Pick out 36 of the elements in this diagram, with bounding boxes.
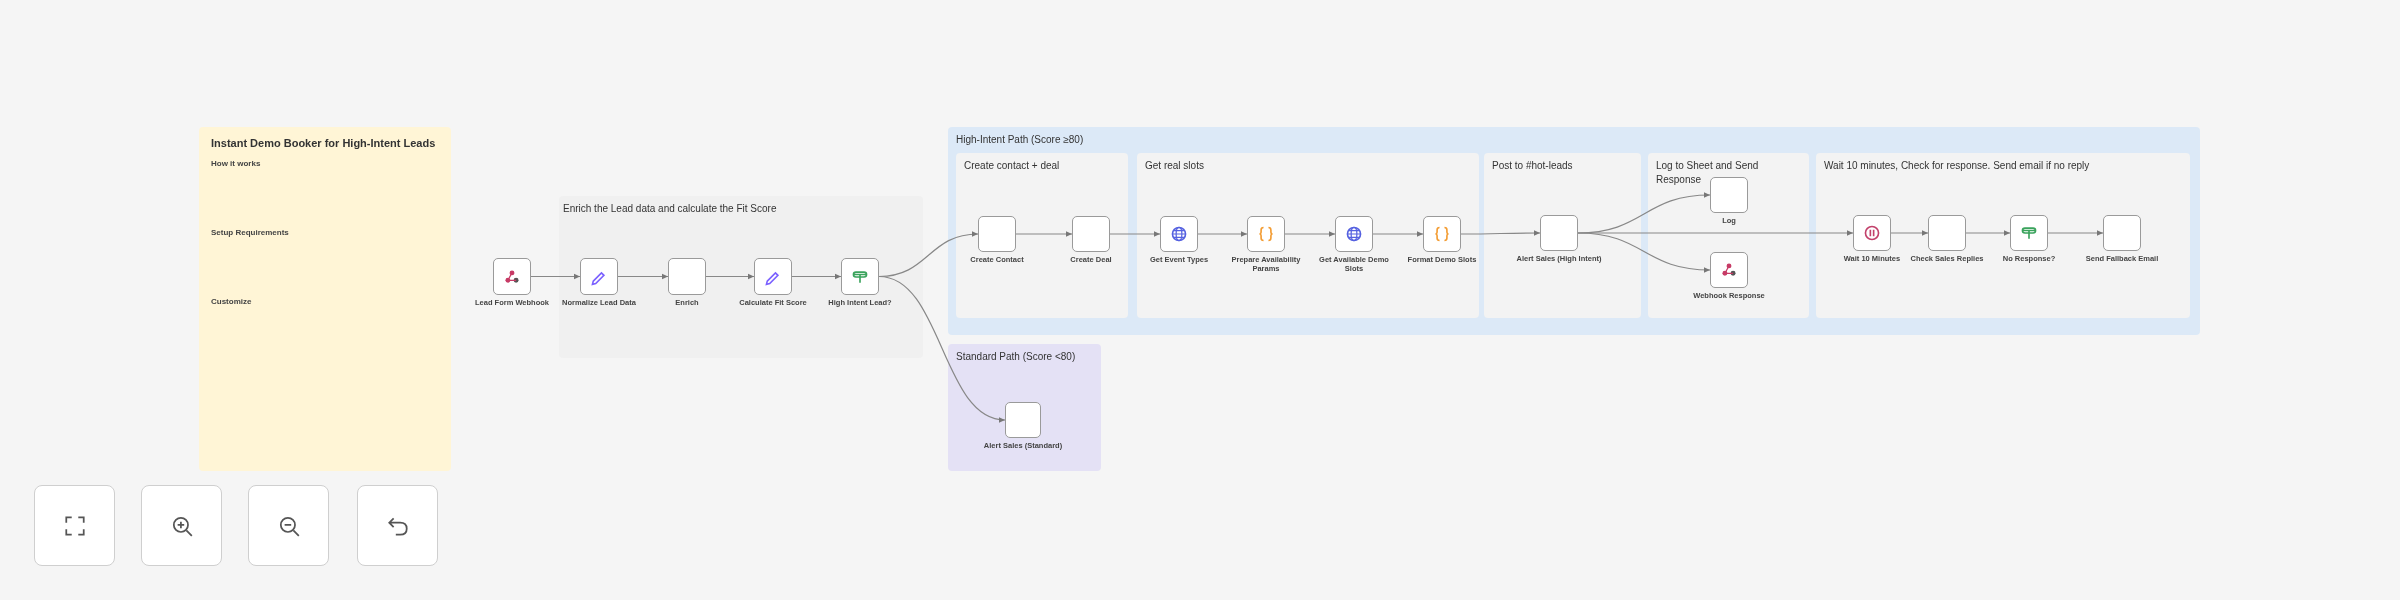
note-heading: Setup Requirements (211, 228, 290, 237)
section-title: High-Intent Path (Score ≥80) (956, 133, 1085, 147)
section-title: Enrich the Lead data and calculate the Fit Score (563, 202, 778, 216)
section-panel (1648, 153, 1809, 318)
connector-arrow (705, 273, 755, 280)
group-panel (948, 344, 1101, 471)
section-panel (1816, 153, 2190, 318)
connector-arrow (1197, 231, 1248, 237)
connector-arrow (530, 273, 581, 280)
connector-arrow (1890, 230, 1929, 236)
section-title: Post to #hot-leads (1492, 159, 1574, 173)
section-panel (1484, 153, 1641, 318)
note-heading: How it works (211, 159, 262, 168)
section-title: Get real slots (1145, 159, 1205, 173)
section-title: Create contact + deal (964, 159, 1061, 173)
note-title: Instant Demo Booker for High-Intent Leads (211, 137, 437, 149)
connector-arrow (2047, 230, 2104, 236)
note-heading: Customize (211, 297, 253, 306)
section-panel (956, 153, 1128, 318)
connector-arrow (1577, 230, 1854, 236)
group-panel (948, 127, 2200, 335)
section-panel (1137, 153, 1479, 318)
sticky-note (199, 127, 451, 471)
connector-arrow (617, 273, 669, 280)
connector-arrow (1460, 230, 1541, 236)
section-title: Wait 10 minutes, Check for response. Send email if no reply (1824, 159, 2091, 173)
section-title: Log to Sheet and Send Response (1656, 159, 1760, 187)
connector-arrow (1109, 231, 1161, 237)
connector-arrow (791, 273, 842, 280)
connector-arrow (878, 275, 1006, 422)
connector-arrow (1284, 231, 1336, 237)
section-panel (559, 196, 923, 358)
section-title: Standard Path (Score <80) (956, 350, 1077, 364)
connector-arrow (1015, 231, 1073, 237)
connector-arrow (1965, 230, 2011, 236)
connector-arrow (1372, 231, 1424, 237)
